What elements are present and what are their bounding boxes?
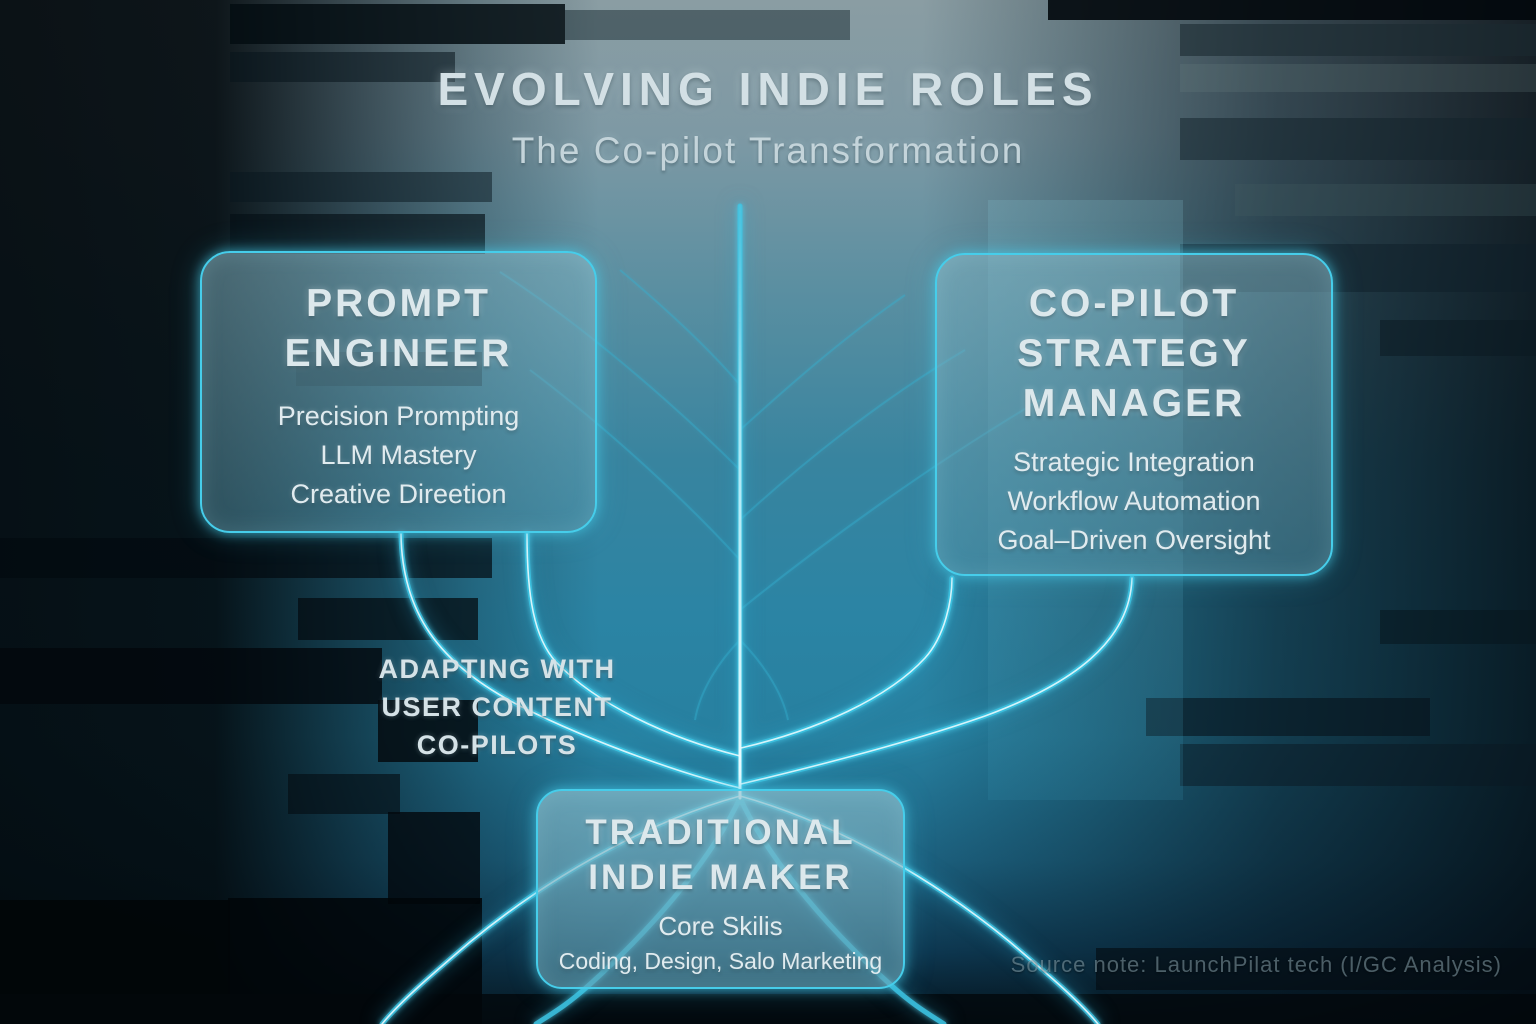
card-title-line: PROMPT [306,282,491,325]
adapting-annotation: ADAPTING WITH USER CONTENT CO-PILOTS [342,650,652,764]
card-title-line: MANAGER [1022,381,1246,425]
card-skill-list: Strategic Integration Workflow Automatio… [937,443,1331,560]
card-title-line: INDIE MAKER [588,857,853,897]
card-skill-list: Core Skilis Coding, Design, Salo Marketi… [538,909,903,979]
annotation-line: USER CONTENT [381,692,613,722]
card-title-line: STRATEGY [1017,331,1251,375]
role-card-traditional-indie-maker: TRADITIONAL INDIE MAKER Core Skilis Codi… [536,789,905,989]
role-card-copilot-strategy-manager: CO-PILOT STRATEGY MANAGER Strategic Inte… [935,253,1333,576]
annotation-line: ADAPTING WITH [378,654,616,684]
card-title: TRADITIONAL INDIE MAKER [538,811,903,901]
skill-item: Workflow Automation [1007,485,1261,516]
skill-item: Precision Prompting [277,400,520,431]
skill-item: Goal–Driven Oversight [997,524,1271,555]
skill-item: LLM Mastery [320,439,477,470]
source-note: Source note: LaunchPilat tech (I/GC Anal… [1010,952,1502,977]
card-title: PROMPT ENGINEER [202,279,595,379]
skill-item: Coding, Design, Salo Marketing [558,947,883,974]
card-skill-list: Precision Prompting LLM Mastery Creative… [202,397,595,514]
branch-right-inner [738,575,955,751]
page-title: EVOLVING INDIE ROLES [437,63,1099,115]
card-title: CO-PILOT STRATEGY MANAGER [937,279,1331,429]
card-title-line: ENGINEER [284,331,513,375]
skill-item: Strategic Integration [1013,446,1255,477]
skill-item: Core Skilis [658,910,783,941]
annotation-line: CO-PILOTS [416,730,578,760]
card-title-line: TRADITIONAL [585,813,856,852]
card-title-line: CO-PILOT [1028,282,1240,325]
skill-item: Creative Direetion [290,478,507,509]
role-card-prompt-engineer: PROMPT ENGINEER Precision Prompting LLM … [200,251,597,533]
page-subtitle: The Co-pilot Transformation [511,130,1025,171]
